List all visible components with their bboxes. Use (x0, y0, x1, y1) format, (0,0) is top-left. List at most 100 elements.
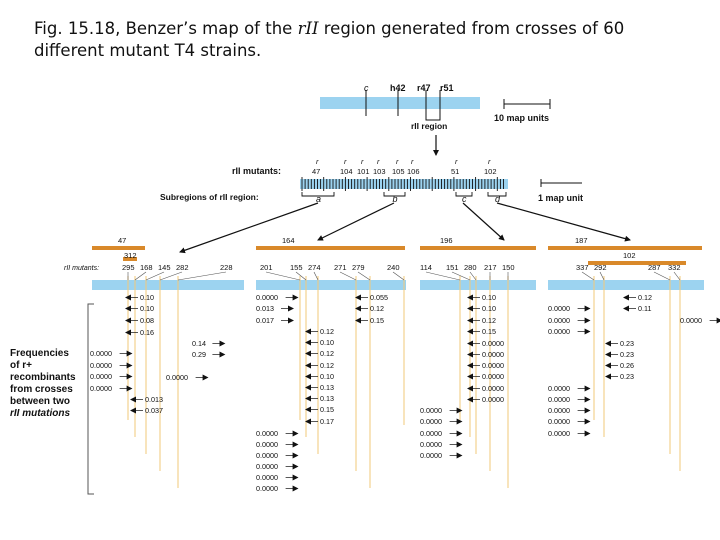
marker-r51: r51 (440, 83, 454, 93)
mid-mutant-106: 106 (407, 167, 420, 176)
deletion-label-102: 102 (623, 251, 636, 260)
mutant-label-145: 145 (158, 263, 171, 272)
mutant-connector (425, 271, 461, 281)
frequency-value: 0.23 (620, 350, 634, 359)
frequency-value: 0.15 (482, 327, 496, 336)
frequency-value: 0.0000 (420, 440, 442, 449)
frequency-value: 0.26 (620, 361, 634, 370)
mutant-label-217: 217 (484, 263, 497, 272)
frequency-value: 0.0000 (90, 349, 112, 358)
frequency-value: 0.12 (638, 293, 652, 302)
caption-italic: rII (297, 19, 319, 38)
middle-map: rII mutants: r47r104r101r103r105r106r51r… (160, 157, 631, 254)
mutant-connector (177, 271, 227, 281)
mutant-connector (451, 271, 471, 281)
frequency-value: 0.0000 (482, 372, 504, 381)
mutant-label-337: 337 (576, 263, 589, 272)
svg-text:Frequencies: Frequencies (10, 348, 69, 359)
frequency-value: 0.08 (140, 316, 154, 325)
mutant-label-201: 201 (260, 263, 273, 272)
deletion-bar-187 (548, 246, 702, 250)
frequency-value: 0.0000 (548, 406, 570, 415)
frequency-value: 0.0000 (548, 417, 570, 426)
mutant-label-271: 271 (334, 263, 347, 272)
mid-mutant-102: 102 (484, 167, 497, 176)
subregion-bracket-b (383, 192, 406, 197)
scale-1-label: 1 map unit (538, 193, 583, 203)
frequency-value: 0.0000 (482, 384, 504, 393)
svg-text:between two: between two (10, 396, 70, 407)
frequency-value: 0.0000 (90, 361, 112, 370)
mid-r-0: r (316, 157, 319, 166)
frequency-value: 0.13 (320, 394, 334, 403)
frequency-value: 0.10 (140, 304, 154, 313)
frequency-value: 0.0000 (90, 384, 112, 393)
mutant-label-280: 280 (464, 263, 477, 272)
frequency-value: 0.14 (192, 339, 206, 348)
mid-mutant-47: 47 (312, 167, 320, 176)
deletion-bar-47 (92, 246, 145, 250)
frequency-value: 0.10 (320, 338, 334, 347)
mutant-connector (295, 271, 307, 281)
mid-ticks (301, 177, 504, 191)
frequencies-label: Frequencies of r+ recombinants from cros… (10, 303, 94, 495)
mutant-label-228: 228 (220, 263, 233, 272)
deletion-label-47: 47 (118, 236, 126, 245)
mid-mutant-101: 101 (357, 167, 370, 176)
chromosome-segment (420, 280, 536, 290)
mutants-label: rII mutants: (232, 166, 281, 176)
caption-part1: Fig. 15.18, Benzer’s map of the (34, 19, 298, 38)
frequency-value: 0.12 (320, 361, 334, 370)
frequency-value: 0.12 (320, 349, 334, 358)
frequency-value: 0.0000 (256, 440, 278, 449)
mid-r-1: r (344, 157, 347, 166)
frequency-value: 0.15 (320, 405, 334, 414)
frequency-value: 0.0000 (548, 304, 570, 313)
frequency-value: 0.055 (370, 293, 388, 302)
frequency-value: 0.0000 (420, 406, 442, 415)
mid-r-2: r (361, 157, 364, 166)
frequency-value: 0.0000 (256, 484, 278, 493)
frequency-value: 0.16 (140, 328, 154, 337)
mutant-label-279: 279 (352, 263, 365, 272)
frequency-value: 0.0000 (420, 429, 442, 438)
mutant-label-282: 282 (176, 263, 189, 272)
mutant-label-274: 274 (308, 263, 321, 272)
mutant-label-292: 292 (594, 263, 607, 272)
mutant-connector (581, 271, 595, 281)
svg-text:of r+: of r+ (10, 360, 32, 371)
frequency-value: 0.10 (482, 293, 496, 302)
deletion-bar-312 (123, 257, 137, 261)
region-label: rII region (411, 121, 447, 131)
frequency-value: 0.0000 (256, 293, 278, 302)
mutant-label-295: 295 (122, 263, 135, 272)
mutant-connector (392, 271, 405, 281)
subregions-label: Subregions of rII region: (160, 192, 259, 202)
mutant-connector (469, 271, 477, 281)
frequency-value: 0.0000 (420, 451, 442, 460)
subregion-label-c: c (462, 194, 467, 204)
mid-mutant-105: 105 (392, 167, 405, 176)
chromosome-segment (92, 280, 244, 290)
frequency-value: 0.0000 (482, 361, 504, 370)
mid-r-7: r (488, 157, 491, 166)
frequency-value: 0.0000 (680, 316, 702, 325)
frequency-value: 0.0000 (482, 339, 504, 348)
frequency-value: 0.0000 (548, 429, 570, 438)
mutant-label-155: 155 (290, 263, 303, 272)
panel-row-label: rII mutants: (64, 265, 99, 272)
frequency-value: 0.0000 (256, 429, 278, 438)
frequency-value: 0.0000 (482, 395, 504, 404)
mutant-connector (159, 271, 183, 281)
chromosome-segment (548, 280, 704, 290)
frequency-value: 0.10 (320, 372, 334, 381)
subregion-label-b: b (393, 194, 398, 204)
caption-part2: region generated from crosses of 60 diff… (34, 19, 625, 60)
subregion-bracket-a (301, 192, 335, 197)
top-map: c h42 r47 r51 rII region 10 map units (320, 83, 551, 156)
mutant-connector (673, 271, 681, 281)
mid-mutant-103: 103 (373, 167, 386, 176)
frequency-value: 0.013 (145, 395, 163, 404)
